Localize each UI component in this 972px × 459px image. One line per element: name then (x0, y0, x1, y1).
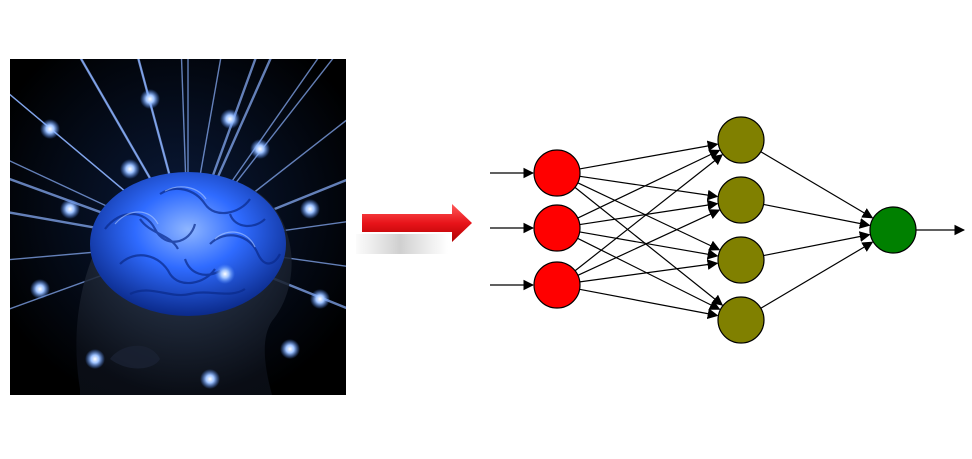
hidden-node (717, 296, 765, 344)
connection-edge (577, 149, 721, 219)
input-node (533, 149, 581, 197)
connection-edge (577, 182, 721, 251)
light-spark (30, 279, 50, 299)
light-spark (220, 109, 240, 129)
brain-shape (90, 172, 286, 316)
brain-illustration (10, 59, 346, 395)
connection-edge (763, 231, 871, 257)
connection-edge (577, 209, 721, 276)
connection-edge (760, 151, 874, 219)
light-spark (140, 89, 160, 109)
light-spark (215, 264, 235, 284)
hidden-node (717, 116, 765, 164)
output-node (869, 206, 917, 254)
connection-edge (579, 140, 719, 170)
light-spark (300, 199, 320, 219)
input-node (533, 204, 581, 252)
light-spark (200, 369, 220, 389)
light-spark (60, 199, 80, 219)
connection-edge (574, 154, 723, 272)
red-arrow-icon (362, 204, 472, 242)
input-node (533, 261, 581, 309)
light-spark (120, 159, 140, 179)
arrow-shadow (356, 234, 448, 254)
light-sparks (30, 89, 330, 389)
connection-edge (579, 175, 719, 201)
connection-edge (579, 199, 719, 226)
connection-edge (574, 186, 724, 306)
light-spark (250, 139, 270, 159)
light-spark (40, 119, 60, 139)
light-spark (85, 349, 105, 369)
light-spark (280, 339, 300, 359)
connection-edge (579, 259, 719, 283)
neural-network-diagram (480, 100, 970, 350)
connection-edge (760, 241, 874, 309)
hidden-node (717, 236, 765, 284)
light-spark (310, 289, 330, 309)
connection-edge (579, 288, 719, 320)
transition-arrow (356, 196, 476, 266)
connection-edge (579, 231, 719, 260)
connection-edge (763, 203, 871, 229)
connection-edge (577, 237, 721, 310)
glowing-brain-head-icon (10, 59, 346, 395)
hidden-node (717, 176, 765, 224)
face-shadow (110, 345, 160, 369)
